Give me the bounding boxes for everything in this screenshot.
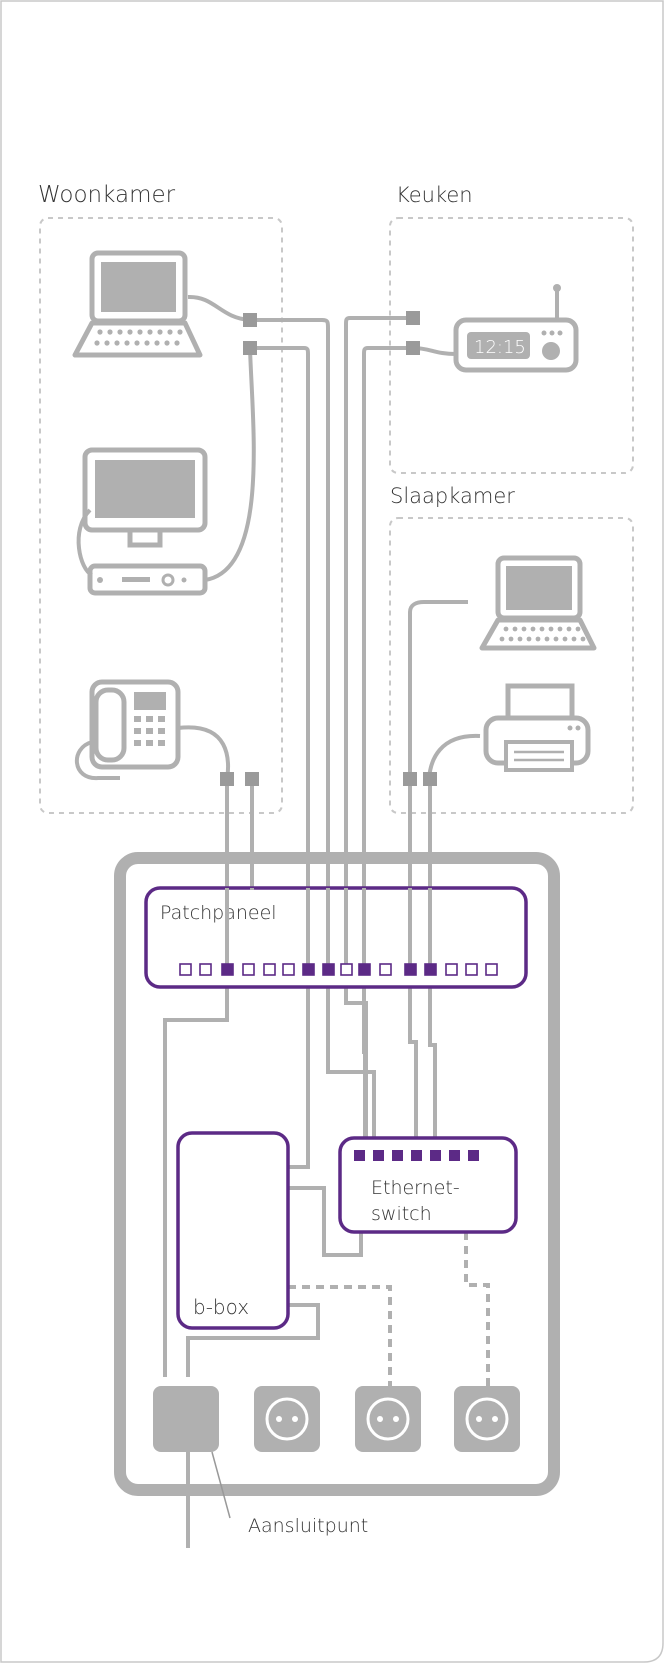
- switch-box: [338, 1136, 518, 1234]
- room-box-woonkamer: [39, 217, 283, 814]
- wall-sockets: [220, 311, 437, 786]
- switch-ports: [354, 1150, 479, 1161]
- radio-clock: 12:15: [474, 337, 526, 358]
- cable-radio-2: [362, 346, 413, 1157]
- telephone-icon: [74, 679, 181, 781]
- cable-settop-to-wall: [204, 347, 256, 582]
- label-bbox: b-box: [193, 1295, 249, 1319]
- printer-icon: [483, 683, 591, 772]
- aansluitpunt-leader: [211, 1451, 231, 1519]
- label-aansluitpunt: Aansluitpunt: [248, 1515, 368, 1537]
- room-box-slaapkamer: [389, 517, 634, 814]
- cable-laptop-slaapkamer: [408, 600, 468, 778]
- laptop-slaapkamer-icon: [479, 555, 597, 651]
- power-outlet-2: [355, 1386, 421, 1452]
- cable-laptop-woonkamer: [187, 294, 251, 322]
- label-switch-2: switch: [371, 1203, 432, 1225]
- cable-bbox-to-aansluitpunt: [186, 1303, 320, 1377]
- label-switch-1: Ethernet-: [371, 1177, 460, 1199]
- label-patchpaneel: Patchpaneel: [160, 902, 277, 924]
- room-box-keuken: [389, 217, 634, 474]
- power-cables: [288, 1232, 490, 1388]
- cable-wall-2-to-bbox: [250, 346, 310, 1169]
- laptop-icon: [72, 250, 203, 358]
- cabinet: [114, 852, 560, 1496]
- label-slaapkamer: Slaapkamer: [390, 484, 515, 508]
- radio-icon: 12:15: [453, 284, 579, 373]
- power-outlet-1: [254, 1386, 320, 1452]
- monitor-icon: [76, 447, 208, 577]
- power-outlet-3: [454, 1386, 520, 1452]
- aansluitpunt-box: [153, 1386, 219, 1452]
- label-woonkamer: Woonkamer: [38, 182, 176, 208]
- label-keuken: Keuken: [396, 183, 473, 207]
- cable-radio-1: [344, 316, 413, 1157]
- patchpaneel-ports: [179, 963, 498, 976]
- settop-box-icon: [87, 563, 208, 596]
- bbox-box: [176, 1131, 290, 1330]
